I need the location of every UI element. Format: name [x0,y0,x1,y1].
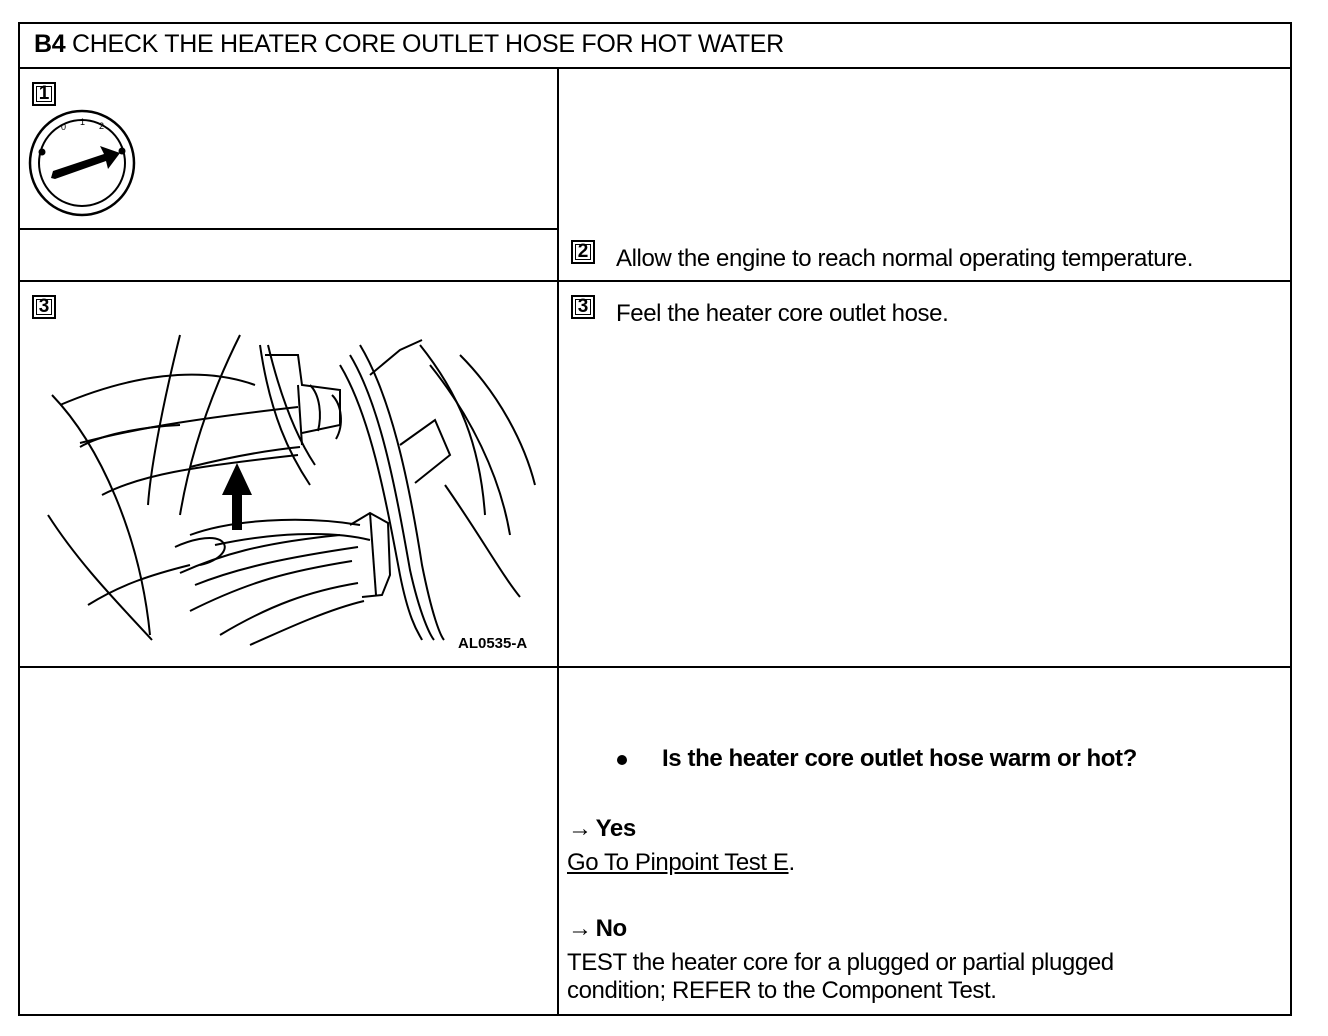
page-title: B4 CHECK THE HEATER CORE OUTLET HOSE FOR… [34,30,784,59]
divider [18,280,1292,282]
pinpoint-test-table [18,22,1292,1016]
svg-text:0: 0 [61,122,66,132]
step-2-instruction: Allow the engine to reach normal operati… [616,245,1194,272]
step-2-number: 2 [571,240,595,264]
question-text: Is the heater core outlet hose warm or h… [662,745,1137,772]
svg-text:1: 1 [80,117,85,127]
step-3-number: 3 [32,295,56,319]
step-1-number: 1 [32,82,56,106]
step-3-instruction: Feel the heater core outlet hose. [616,300,949,327]
test-code: B4 [34,30,66,58]
right-arrow-icon: → [568,815,592,842]
pinpoint-test-e-link[interactable]: Go To Pinpoint Test E [567,849,789,876]
no-label: →No [568,915,627,942]
no-action-line-2: condition; REFER to the Component Test. [567,977,997,1004]
right-arrow-icon: → [568,915,592,942]
yes-label: →Yes [568,815,636,842]
test-title: CHECK THE HEATER CORE OUTLET HOSE FOR HO… [72,30,784,58]
step-3-number-right: 3 [571,295,595,319]
divider [18,67,1292,69]
heater-hose-illustration: AL0535-A [47,334,536,652]
ignition-switch-icon: 0 1 2 [28,109,136,217]
svg-text:2: 2 [99,121,104,131]
yes-action: Go To Pinpoint Test E. [567,849,795,876]
divider [18,666,1292,668]
divider [557,67,559,1016]
no-action-line-1: TEST the heater core for a plugged or pa… [567,949,1114,976]
divider [18,228,558,230]
bullet-icon [617,755,627,765]
figure-label: AL0535-A [458,635,527,652]
